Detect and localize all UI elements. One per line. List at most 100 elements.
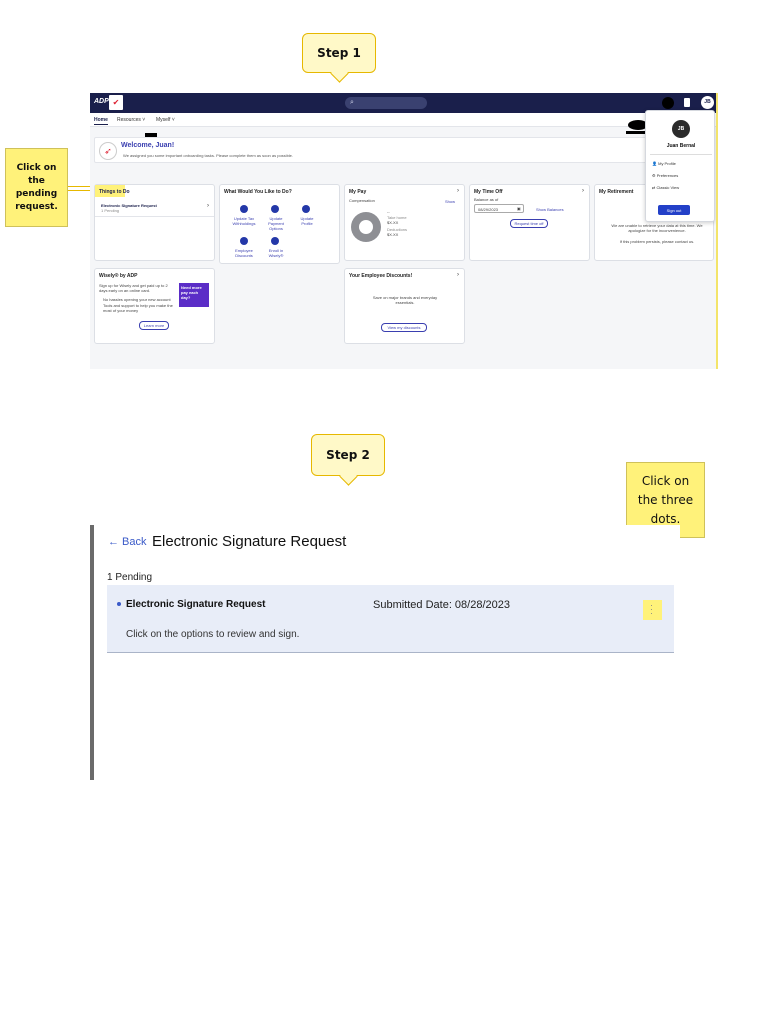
dropdown-divider (650, 154, 712, 155)
back-link[interactable]: ← Back (108, 536, 147, 548)
balance-date-input[interactable]: 08/29/2023 ▣ (474, 204, 524, 213)
chevron-right-icon: › (582, 188, 584, 194)
company-logo-icon: ✔ (109, 95, 123, 110)
topbar-initials: JB (704, 99, 711, 105)
action-payment[interactable]: Update Payment Options (268, 216, 284, 231)
welcome-title: Welcome, Juan! (121, 142, 175, 149)
menu-my-profile-label: My Profile (658, 161, 676, 166)
wisely-title: Wisely® by ADP (99, 273, 138, 279)
search-input[interactable]: ⌕ (345, 97, 427, 109)
discounts-title: Your Employee Discounts! (349, 273, 413, 279)
options-highlight (643, 600, 662, 620)
compensation-label: Compensation (349, 198, 375, 203)
tab-myself[interactable]: Myself ˅ (156, 117, 175, 123)
my-pay-card[interactable]: My Pay › Compensation Show -- Take home … (344, 184, 465, 261)
action-tax[interactable]: Update Tax Withholdings (232, 216, 256, 226)
redaction-bar (145, 133, 157, 137)
menu-preferences[interactable]: ⚙ Preferences (652, 173, 678, 178)
avatar: JB (672, 120, 690, 138)
welcome-banner: ➶ Welcome, Juan! We assigned you some im… (94, 137, 714, 163)
pending-count: 1 Pending (101, 208, 120, 213)
switch-icon: ⇄ (652, 185, 656, 190)
calendar-icon: ▣ (517, 206, 521, 211)
time-off-title: My Time Off (474, 189, 503, 195)
pending-request-item[interactable]: Electronic Signature Request 1 Pending › (95, 199, 214, 217)
person-icon: 👤 (652, 161, 657, 166)
retirement-error: We are unable to retrieve your data at t… (611, 223, 703, 233)
learn-more-label: Learn more (143, 323, 165, 328)
view-discounts-button[interactable]: View my discounts (381, 323, 427, 332)
balance-label: Balance as of (474, 197, 499, 202)
notification-icon[interactable] (662, 97, 674, 109)
nav-tabs: Home Resources ˅ Myself ˅ (90, 113, 716, 127)
view-discounts-label: View my discounts (387, 325, 421, 330)
window-edge (90, 525, 94, 780)
step1-note: Click on the pending request. (5, 148, 68, 227)
balance-date: 08/29/2023 (478, 207, 499, 212)
tax-action-icon[interactable] (240, 205, 248, 213)
request-time-off-button[interactable]: Request time off (510, 219, 548, 228)
top-bar: ADP ✔ ⌕ JB (90, 93, 716, 113)
rocket-icon: ➶ (99, 142, 117, 160)
user-avatar-button[interactable]: JB (701, 96, 714, 109)
redaction-bar (628, 120, 648, 130)
quick-actions-title: What Would You Like to Do? (224, 189, 292, 195)
signature-request-row[interactable]: Electronic Signature Request Submitted D… (107, 585, 674, 653)
step1-callout: Step 1 (302, 33, 376, 73)
things-to-do-title: Things to Do (99, 189, 130, 195)
pending-request-name: Electronic Signature Request (101, 203, 157, 208)
chevron-right-icon: › (207, 203, 209, 209)
discounts-action-icon[interactable] (240, 237, 248, 245)
user-name: Juan Bernal (666, 143, 696, 149)
sign-out-button[interactable]: Sign out (658, 205, 690, 215)
wisely-promo-text: Need more pay each day? (181, 285, 202, 300)
more-vertical-icon[interactable]: ··· (650, 600, 653, 618)
wisely-bullet: Tools and support to help you make the m… (103, 303, 173, 313)
page-title: Electronic Signature Request (152, 533, 347, 550)
discounts-card[interactable]: Your Employee Discounts! › Save on major… (344, 268, 465, 344)
learn-more-button[interactable]: Learn more (139, 321, 169, 330)
menu-classic-view[interactable]: ⇄ Classic View (652, 185, 679, 190)
request-description: Click on the options to review and sign. (126, 629, 300, 640)
my-pay-title: My Pay (349, 189, 367, 195)
wisely-action-icon[interactable] (271, 237, 279, 245)
deductions-label: Deductions (387, 227, 408, 232)
step1-note-text: Click on the pending request. (15, 162, 58, 212)
pay-dash: -- (387, 209, 390, 214)
wisely-bullet: No hassles opening your new account (103, 297, 171, 302)
step1-screenshot: ADP ✔ ⌕ JB Home Resources ˅ Myself ˅ ➶ W… (90, 93, 718, 369)
action-wisely[interactable]: Enroll in Wisely® (268, 248, 284, 258)
menu-preferences-label: Preferences (656, 173, 679, 178)
wisely-card: Wisely® by ADP Sign up for Wisely and ge… (94, 268, 215, 344)
unread-dot-icon (117, 602, 121, 606)
request-time-off-label: Request time off (514, 221, 544, 226)
welcome-subtitle: We assigned you some important onboardin… (123, 153, 294, 158)
discounts-body: Save on major brands and everyday essent… (372, 295, 438, 305)
things-to-do-card: Things to Do Electronic Signature Reques… (94, 184, 215, 261)
retirement-contact: If this problem persists, please contact… (619, 239, 695, 244)
payment-action-icon[interactable] (271, 205, 279, 213)
sign-out-label: Sign out (666, 207, 682, 213)
adp-logo: ADP (94, 98, 109, 105)
menu-my-profile[interactable]: 👤 My Profile (652, 161, 676, 166)
wisely-promo-image: Need more pay each day? (179, 283, 209, 307)
profile-action-icon[interactable] (302, 205, 310, 213)
step2-label: Step 2 (326, 448, 370, 462)
gear-icon: ⚙ (652, 173, 656, 178)
action-discounts[interactable]: Employee Discounts (235, 248, 253, 258)
redaction-bar (626, 131, 650, 134)
chevron-right-icon: › (457, 188, 459, 194)
take-home-label: Take home (387, 215, 407, 220)
show-balances-link[interactable]: Show Balances (536, 207, 564, 212)
pay-donut-chart (351, 212, 381, 242)
apps-icon[interactable] (684, 98, 690, 107)
step2-screenshot: ← Back Electronic Signature Request 1 Pe… (90, 525, 680, 780)
tab-home[interactable]: Home (94, 117, 108, 125)
avatar-initials: JB (677, 126, 685, 132)
wisely-body: Sign up for Wisely and get paid up to 2 … (99, 283, 168, 293)
action-profile[interactable]: Update Profile (300, 216, 314, 226)
tab-resources[interactable]: Resources ˅ (117, 117, 146, 123)
show-toggle[interactable]: Show (445, 199, 456, 204)
search-icon: ⌕ (350, 99, 354, 106)
time-off-card[interactable]: My Time Off › Balance as of 08/29/2023 ▣… (469, 184, 590, 261)
